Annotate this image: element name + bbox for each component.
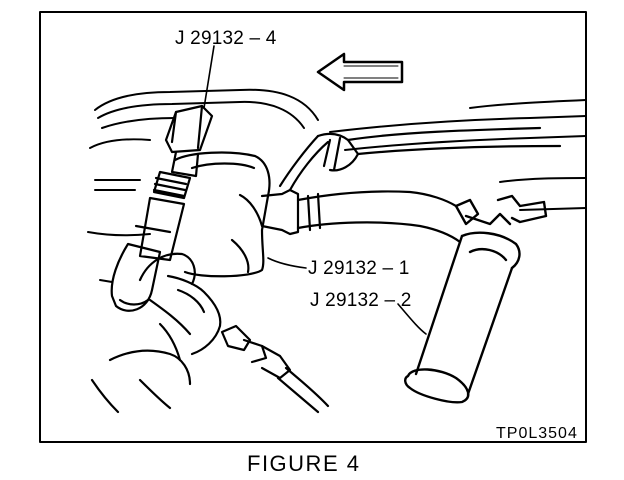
adapter-hose [260,126,562,244]
slide-hammer-tool [110,104,214,312]
air-fitting [220,324,330,414]
callout-j29132-1: J 29132 – 1 [308,258,410,279]
callout-j29132-4: J 29132 – 4 [175,28,277,49]
leader-lines [203,45,427,335]
figure-caption: FIGURE 4 [247,451,361,476]
vehicle-body [87,88,587,283]
canister [404,194,548,404]
left-arrow-icon [316,52,404,92]
reference-code: TP0L3504 [496,425,578,442]
callout-j29132-2: J 29132 – 2 [310,290,412,311]
hand-drawing [90,252,222,414]
figure-frame [39,11,587,443]
